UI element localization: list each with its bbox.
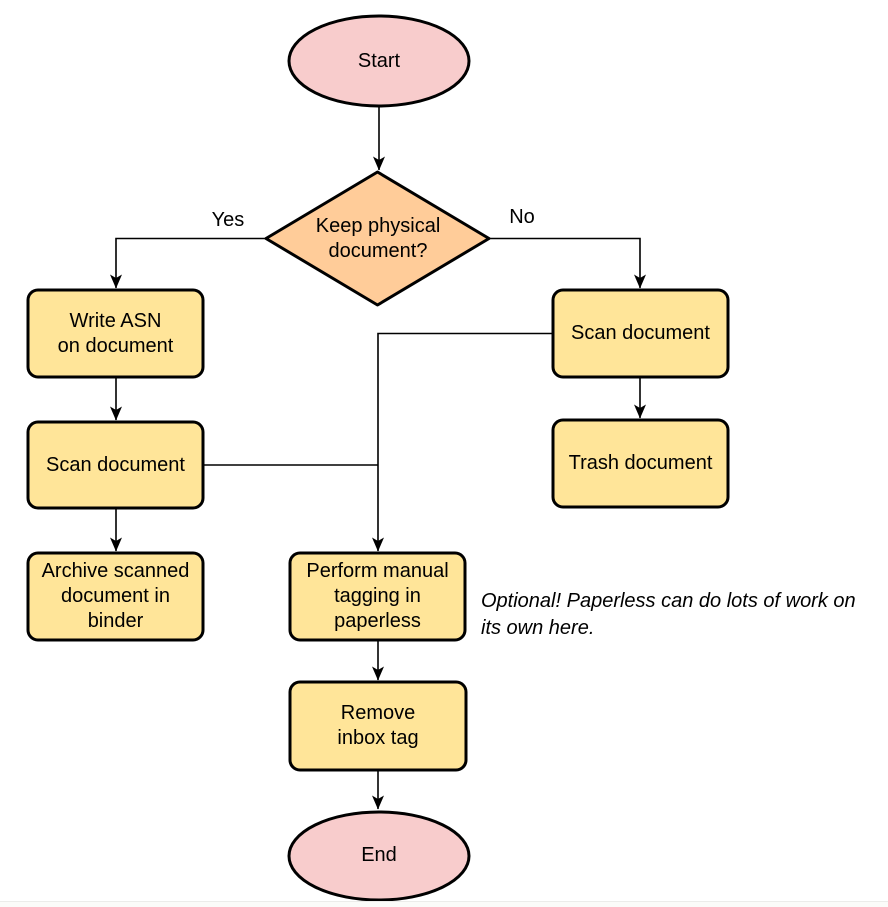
node-shape-group (26, 14, 730, 902)
end-terminator-shape (287, 810, 471, 902)
decision-diamond-shape (264, 170, 491, 307)
scan-right-process-shape (551, 288, 730, 379)
remove-inbox-process-shape (288, 680, 468, 772)
scan-left-process-shape (26, 420, 205, 510)
start-terminator-shape (287, 14, 471, 108)
edge-decision-yes-to-write-asn (110, 237, 266, 289)
edge-scan-right-to-tagging (372, 332, 553, 552)
archive-process-shape (26, 551, 205, 642)
trash-process-shape (551, 418, 730, 509)
edge-group (110, 106, 646, 810)
edge-decision-no-to-scan-right (489, 237, 646, 289)
optional-annotation-text: Optional! Paperless can do lots of work … (481, 590, 856, 639)
tagging-process-shape (288, 551, 467, 642)
page-bottom-edge (0, 901, 888, 907)
write-asn-process-shape (26, 288, 205, 379)
